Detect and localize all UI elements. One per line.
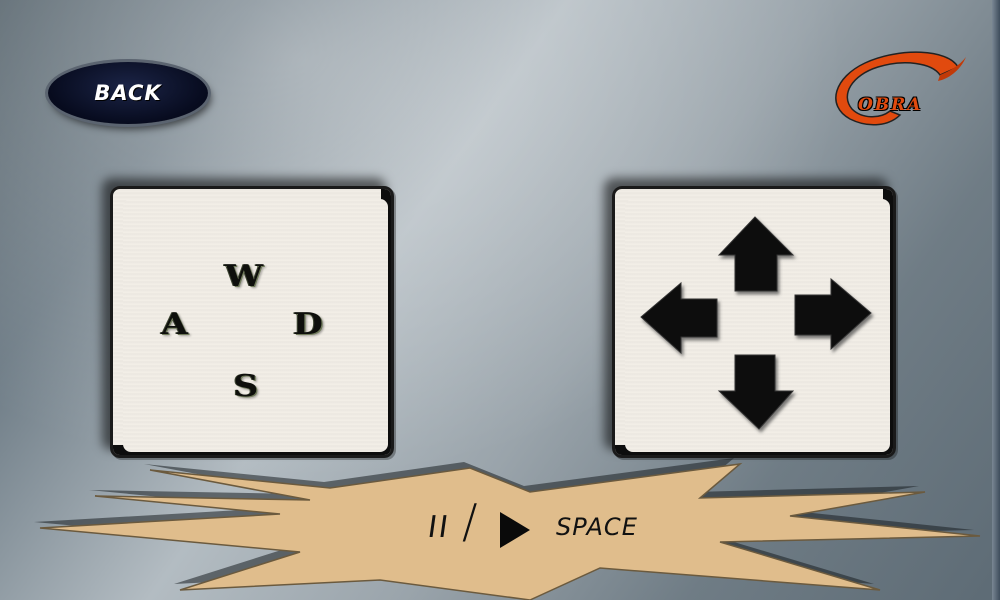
wasd-panel-inner: W A D S xyxy=(123,199,388,452)
back-button[interactable]: BACK xyxy=(48,62,208,124)
key-w: W xyxy=(224,259,263,294)
key-a: A xyxy=(161,307,188,342)
wasd-controls-panel: W A D S xyxy=(110,186,394,458)
cobra-logo xyxy=(820,45,970,135)
back-button-label: BACK xyxy=(94,81,161,105)
key-d: D xyxy=(293,307,323,342)
arrow-panel-inner xyxy=(625,199,890,452)
arrow-controls-panel xyxy=(612,186,896,458)
logo-word: OBRA xyxy=(858,95,923,115)
separator-slash: / xyxy=(462,494,478,548)
arrow-right-icon xyxy=(795,279,871,349)
key-s: S xyxy=(233,369,258,404)
arrow-keys-graphic xyxy=(625,199,896,458)
arrow-down-icon xyxy=(719,355,793,429)
space-key-label: SPACE xyxy=(556,513,638,541)
play-icon xyxy=(498,510,532,550)
arrow-left-icon xyxy=(641,283,717,353)
arrow-up-icon xyxy=(719,217,793,291)
